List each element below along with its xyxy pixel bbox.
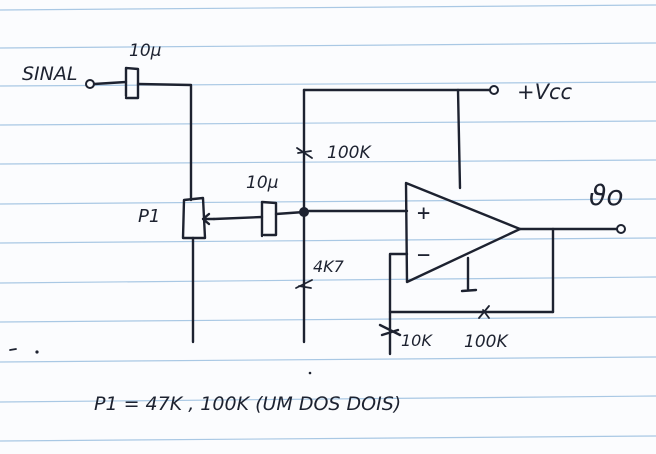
resistor-4k7-bottom — [295, 279, 313, 289]
wiper-wire — [212, 215, 264, 221]
resistor-100k-top — [296, 147, 313, 159]
opamp-minus-label: − — [417, 243, 430, 268]
opamp — [404, 181, 522, 284]
input-to-pot-wire — [136, 82, 193, 202]
resistor-100k-feedback — [478, 305, 490, 319]
r-top-label: 100K — [327, 143, 372, 163]
input-label: SINAL — [22, 63, 77, 85]
opamp-ground-pin — [460, 256, 478, 293]
opamp-plus-label: + — [417, 201, 430, 226]
vcc-terminal — [489, 85, 499, 95]
ruled-lines — [0, 4, 656, 442]
output-label: ϑo — [589, 179, 623, 212]
r-gain-ground-label: 10K — [401, 331, 433, 350]
coupling-capacitor — [260, 200, 278, 238]
opamp-supply-wire — [456, 88, 462, 190]
supply-label: +Vcc — [517, 80, 573, 104]
coupling-cap-label: 10µ — [246, 173, 279, 193]
output-terminal — [616, 224, 626, 234]
feedback-return-wire — [388, 252, 555, 314]
potentiometer-p1 — [181, 196, 207, 240]
input-wire — [92, 80, 128, 86]
r-feedback-label: 100K — [464, 332, 509, 352]
pen-marks — [9, 348, 312, 375]
input-cap-label: 10µ — [129, 41, 162, 61]
pot-wiper-arrow — [201, 212, 216, 226]
r-bottom-label: 4K7 — [313, 257, 345, 276]
note-text: P1 = 47K , 100K (UM DOS DOIS) — [94, 393, 401, 415]
bias-node-dot — [299, 207, 309, 217]
input-capacitor — [124, 66, 140, 100]
pot-label: P1 — [138, 206, 160, 227]
resistor-10k-ground — [378, 310, 402, 356]
